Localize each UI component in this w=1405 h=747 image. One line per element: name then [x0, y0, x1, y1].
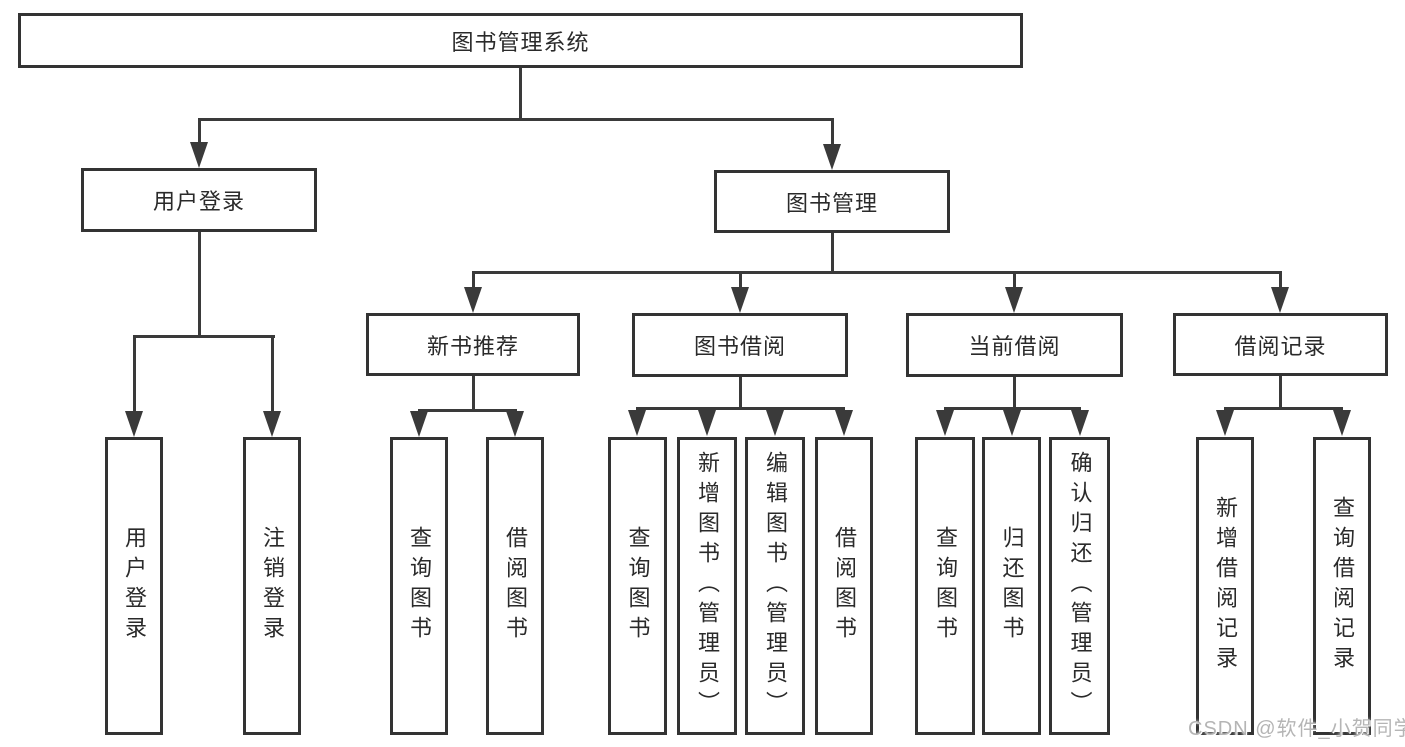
connector-line: [133, 335, 275, 338]
arrow-down-icon: [835, 410, 853, 436]
connector-line: [739, 271, 742, 289]
connector-line: [1224, 407, 1343, 410]
node-leaf-return-books: 归还图书: [982, 437, 1041, 735]
arrow-down-icon: [936, 410, 954, 436]
node-leaf-confirm-return-admin: 确认归还（管理员）: [1049, 437, 1110, 735]
connector-line: [472, 376, 475, 411]
connector-line: [472, 271, 1282, 274]
arrow-down-icon: [1216, 410, 1234, 436]
arrow-down-icon: [125, 411, 143, 437]
arrow-down-icon: [1333, 410, 1351, 436]
arrow-down-icon: [628, 410, 646, 436]
connector-line: [519, 68, 522, 118]
node-current-borrow-label: 当前借阅: [968, 334, 1061, 359]
node-leaf-query-books: 查询图书: [608, 437, 667, 735]
node-leaf-label: 借阅图书: [832, 526, 857, 646]
arrow-down-icon: [1003, 410, 1021, 436]
arrow-down-icon: [731, 287, 749, 313]
node-leaf-label: 用户登录: [122, 526, 147, 646]
arrow-down-icon: [1271, 287, 1289, 313]
node-leaf-label: 查询图书: [933, 526, 958, 646]
node-leaf-query-books: 查询图书: [390, 437, 448, 735]
node-new-book-recommend: 新书推荐: [366, 313, 580, 376]
connector-line: [198, 232, 201, 337]
node-leaf-label: 编辑图书（管理员）: [763, 451, 788, 721]
arrow-down-icon: [190, 142, 208, 168]
node-current-borrow: 当前借阅: [906, 313, 1123, 377]
node-root: 图书管理系统: [18, 13, 1023, 68]
node-leaf-label: 查询图书: [625, 526, 651, 646]
node-user-login: 用户登录: [81, 168, 317, 232]
arrow-down-icon: [766, 410, 784, 436]
arrow-down-icon: [698, 410, 716, 436]
node-leaf-user-login: 用户登录: [105, 437, 163, 735]
arrow-down-icon: [823, 144, 841, 170]
connector-line: [944, 407, 1081, 410]
node-leaf-add-books-admin: 新增图书（管理员）: [677, 437, 737, 735]
node-book-borrow-label: 图书借阅: [693, 334, 786, 359]
connector-line: [636, 407, 845, 410]
connector-line: [271, 335, 274, 413]
node-book-borrow: 图书借阅: [632, 313, 848, 377]
node-root-label: 图书管理系统: [451, 29, 590, 55]
node-leaf-logout: 注销登录: [243, 437, 301, 735]
node-borrow-records-label: 借阅记录: [1234, 333, 1327, 359]
node-new-book-recommend-label: 新书推荐: [426, 333, 519, 359]
arrow-down-icon: [1005, 287, 1023, 313]
node-leaf-query-books: 查询图书: [915, 437, 975, 735]
arrow-down-icon: [506, 411, 524, 437]
node-book-management: 图书管理: [714, 170, 950, 233]
connector-line: [198, 118, 201, 144]
node-leaf-label: 借阅图书: [503, 526, 528, 646]
connector-line: [1013, 377, 1016, 410]
node-borrow-records: 借阅记录: [1173, 313, 1388, 376]
arrow-down-icon: [410, 411, 428, 437]
connector-line: [831, 118, 834, 145]
node-leaf-borrow-books: 借阅图书: [486, 437, 544, 735]
node-leaf-label: 归还图书: [999, 526, 1025, 646]
connector-line: [472, 271, 475, 289]
node-leaf-query-borrow-record: 查询借阅记录: [1313, 437, 1371, 735]
node-leaf-label: 注销登录: [260, 526, 285, 646]
connector-line: [1013, 271, 1016, 289]
connector-line: [133, 335, 136, 413]
node-leaf-label: 查询借阅记录: [1330, 496, 1355, 676]
connector-line: [831, 233, 834, 273]
node-book-management-label: 图书管理: [785, 190, 878, 216]
connector-line: [1279, 271, 1282, 289]
node-leaf-add-borrow-record: 新增借阅记录: [1196, 437, 1254, 735]
node-user-login-label: 用户登录: [152, 189, 245, 214]
node-leaf-label: 新增借阅记录: [1213, 496, 1238, 676]
connector-line: [198, 118, 834, 121]
node-leaf-edit-books-admin: 编辑图书（管理员）: [745, 437, 805, 735]
arrow-down-icon: [1071, 410, 1089, 436]
node-leaf-label: 查询图书: [407, 526, 432, 646]
node-leaf-label: 新增图书（管理员）: [695, 451, 720, 721]
node-leaf-borrow-books: 借阅图书: [815, 437, 873, 735]
arrow-down-icon: [464, 287, 482, 313]
watermark: CSDN @软件_小贺同学: [1188, 718, 1405, 740]
connector-line: [418, 409, 517, 412]
node-leaf-label: 确认归还（管理员）: [1067, 451, 1093, 721]
connector-line: [1279, 376, 1282, 410]
arrow-down-icon: [263, 411, 281, 437]
connector-line: [739, 377, 742, 410]
